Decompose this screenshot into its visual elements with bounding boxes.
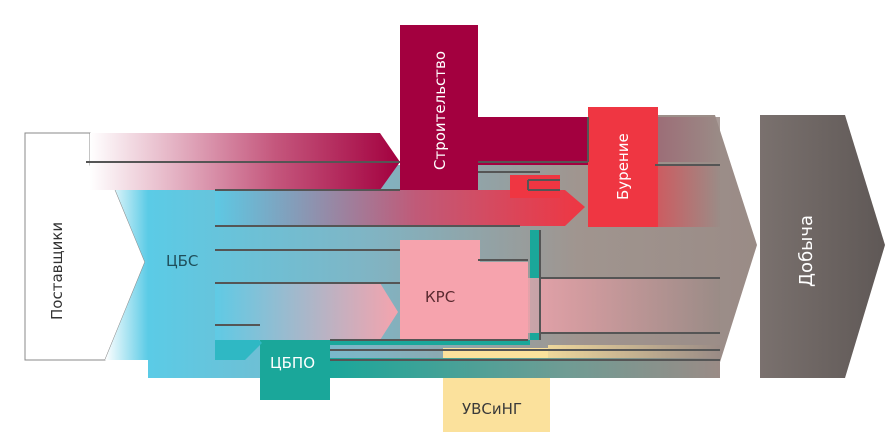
construction-to-drilling-feed xyxy=(510,175,560,198)
drilling-block xyxy=(588,107,658,227)
uvsing-label: УВСиНГ xyxy=(462,400,522,418)
cbs-label: ЦБС xyxy=(166,252,198,270)
cbs-to-drilling-flow xyxy=(215,190,585,226)
krs-block xyxy=(400,240,528,340)
krs-label: КРС xyxy=(425,288,455,306)
construction-block xyxy=(400,25,588,190)
cbs-to-krs-flow xyxy=(215,283,398,340)
krs-to-production-flow xyxy=(528,278,720,333)
construction-label: Строительство xyxy=(431,51,449,170)
production-block xyxy=(760,115,885,378)
suppliers-to-cbs-flow xyxy=(105,165,148,360)
connector-lines xyxy=(86,117,720,361)
cbpo-to-production-flow xyxy=(330,358,720,378)
cbpo-label: ЦБПО xyxy=(270,354,315,372)
drilling-to-production-flow xyxy=(655,165,720,227)
drilling-label: Бурение xyxy=(614,133,632,200)
production-label: Добыча xyxy=(796,215,817,287)
suppliers-label: Поставщики xyxy=(48,222,66,320)
